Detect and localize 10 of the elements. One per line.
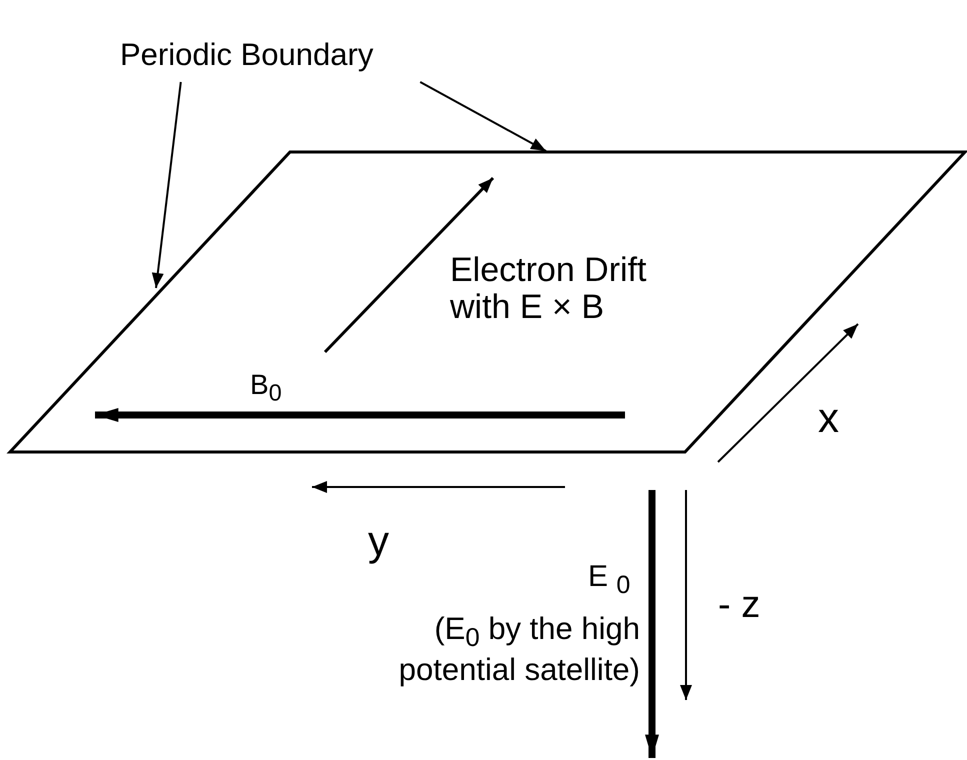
drift-label: Electron Drift with E × B (450, 252, 648, 327)
text-label: Periodic Boundary (120, 30, 500, 80)
leader-arrow (420, 81, 546, 152)
leader-arrow (152, 82, 182, 288)
note-text: (E$_{0}$ by the high potential satellite) (398, 612, 640, 687)
field-label: B$_{0}$ (250, 370, 283, 406)
axis-label: x (818, 395, 839, 442)
axis-label: - z (718, 585, 760, 627)
axis-label: y (368, 518, 389, 564)
field-label: E $_{0}$ (588, 560, 630, 600)
